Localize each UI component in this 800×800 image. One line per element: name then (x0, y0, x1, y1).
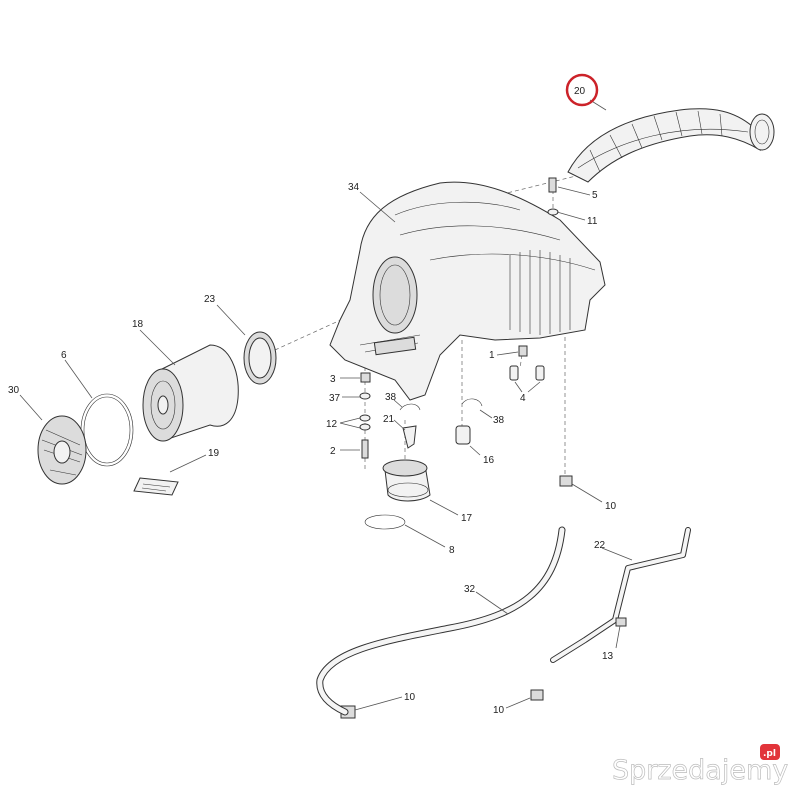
breather-tube-part (550, 527, 691, 663)
leader-lines (19, 99, 633, 711)
highlight-circle (565, 73, 599, 107)
callout-22: 22 (594, 540, 606, 551)
callout-8: 8 (449, 545, 455, 556)
callout-38-right: 38 (493, 415, 505, 426)
callout-32: 32 (464, 584, 476, 595)
watermark-badge (760, 744, 780, 760)
callout-labels: 20 34 5 11 23 18 6 30 19 1 4 3 37 38 12 … (8, 86, 617, 716)
callout-10-top: 10 (605, 501, 617, 512)
o-ring-part (80, 393, 134, 467)
clamp-part (364, 514, 406, 530)
callout-6: 6 (61, 350, 67, 361)
hose-fittings (340, 475, 573, 719)
watermark-text: Sprzedajemy (612, 755, 788, 786)
callout-17: 17 (461, 513, 473, 524)
callout-23: 23 (204, 294, 216, 305)
callout-1: 1 (489, 350, 495, 361)
callout-10-bottom-left: 10 (404, 692, 416, 703)
watermark-badge-text: .pl (763, 749, 776, 759)
callout-12: 12 (326, 419, 338, 430)
air-filter-part (142, 344, 239, 442)
watermark: Sprzedajemy .pl (612, 744, 789, 786)
callout-38-left: 38 (385, 392, 397, 403)
callout-11: 11 (587, 216, 598, 227)
filter-cover-part (37, 415, 87, 485)
callout-5: 5 (592, 190, 598, 201)
callout-4: 4 (520, 393, 526, 404)
callout-2: 2 (330, 446, 336, 457)
intake-duct-part (567, 108, 775, 183)
callout-3: 3 (330, 374, 336, 385)
label-part (133, 477, 179, 496)
callout-18: 18 (132, 319, 144, 330)
hardware-parts (359, 177, 559, 459)
callout-16: 16 (483, 455, 495, 466)
callout-19: 19 (208, 448, 220, 459)
callout-21: 21 (383, 414, 395, 425)
callout-37: 37 (329, 393, 341, 404)
airbox-housing-part (329, 181, 606, 401)
intake-boot-part (382, 459, 431, 502)
callout-10-bottom-right: 10 (493, 705, 505, 716)
drain-hose-part (316, 526, 566, 716)
callout-20: 20 (574, 86, 586, 97)
callout-13: 13 (602, 651, 614, 662)
callout-34: 34 (348, 182, 360, 193)
seal-ring-part (243, 331, 277, 385)
callout-30: 30 (8, 385, 20, 396)
